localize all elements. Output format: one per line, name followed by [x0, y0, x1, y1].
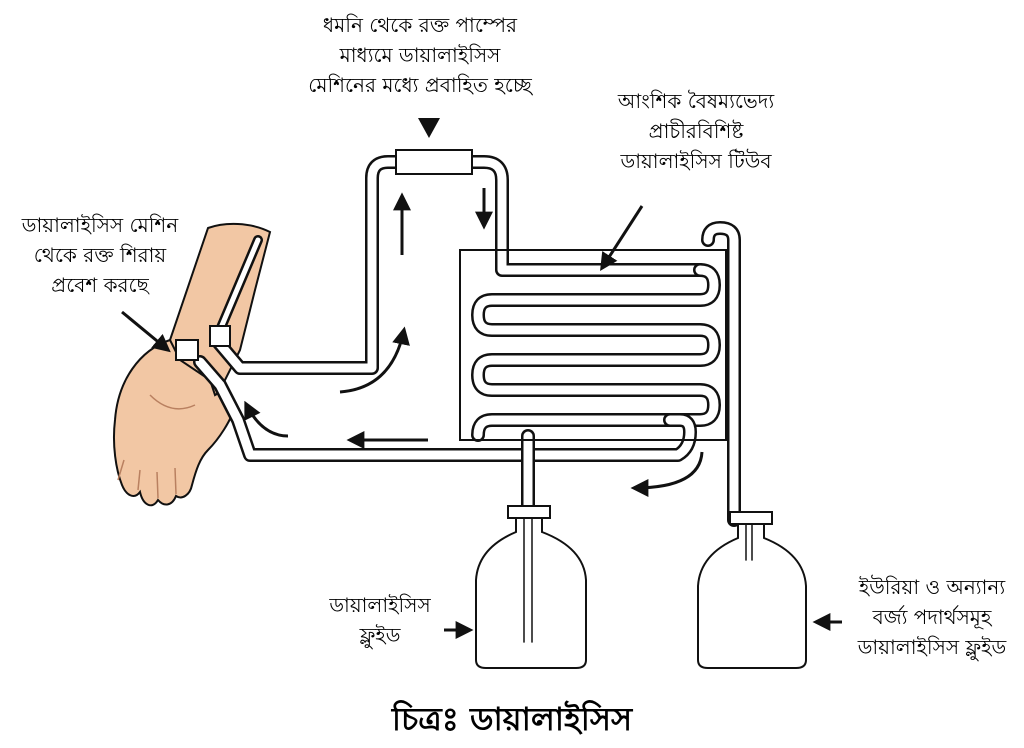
- tube-line-1: আংশিক বৈষম্যভেদ্য: [617, 89, 775, 113]
- dialysis-fluid-line-2: ফ্লুইড: [359, 623, 401, 647]
- waste-fluid-bottle: [697, 511, 807, 669]
- label-dialysis-fluid: ডায়ালাইসিস ফ্লুইড: [310, 590, 450, 650]
- pointer-tube: [600, 205, 644, 272]
- pump: [395, 149, 473, 175]
- dialysis-fluid-bottle: [475, 505, 587, 669]
- waste-fluid-line-2: বর্জ্য পদার্থসমূহ: [872, 605, 992, 629]
- pointer-vein: [121, 310, 171, 353]
- pump-flow-line-2: মাধ্যমে ডায়ালাইসিস: [339, 43, 501, 67]
- pump-flow-line-1: ধমনি থেকে রক্ত পাম্পের: [322, 13, 518, 37]
- pump-flow-line-3: মেশিনের মধ্যে প্রবাহিত হচ্ছে: [308, 73, 532, 97]
- vein-entry-line-3: প্রবেশ করছে: [51, 273, 149, 297]
- vein-entry-line-2: থেকে রক্ত শিরায়: [33, 243, 167, 267]
- vein-entry-line-1: ডায়ালাইসিস মেশিন: [21, 213, 179, 237]
- label-vein-entry: ডায়ালাইসিস মেশিন থেকে রক্ত শিরায় প্রবে…: [0, 210, 200, 300]
- connector-artery: [209, 325, 231, 347]
- flow-arrows: [121, 188, 842, 639]
- waste-fluid-line-1: ইউরিয়া ও অন্যান্য: [858, 575, 1006, 599]
- tube-line-2: প্রাচীরবিশিষ্ট: [648, 119, 744, 143]
- label-pump-flow: ধমনি থেকে রক্ত পাম্পের মাধ্যমে ডায়ালাইস…: [250, 10, 590, 100]
- arrow-curve-up: [339, 326, 410, 394]
- dialysis-fluid-line-1: ডায়ালাইসিস: [329, 593, 431, 617]
- label-waste-fluid: ইউরিয়া ও অন্যান্য বর্জ্য পদার্থসমূহ ডায…: [840, 572, 1024, 662]
- dialyzer-box: [459, 249, 727, 441]
- tube-line-3: ডায়ালাইসিস টিউব: [620, 149, 772, 173]
- figure-caption: চিত্রঃ ডায়ালাইসিস: [391, 700, 633, 738]
- pump-pointer-icon: [418, 118, 440, 138]
- connector-vein: [175, 339, 199, 361]
- arrow-curve-wrist: [244, 400, 289, 438]
- waste-fluid-line-3: ডায়ালাইসিস ফ্লুইড: [857, 635, 1007, 659]
- tubing: [193, 155, 753, 643]
- arrow-curve-exit: [630, 451, 704, 497]
- label-tube: আংশিক বৈষম্যভেদ্য প্রাচীরবিশিষ্ট ডায়ালা…: [586, 86, 806, 176]
